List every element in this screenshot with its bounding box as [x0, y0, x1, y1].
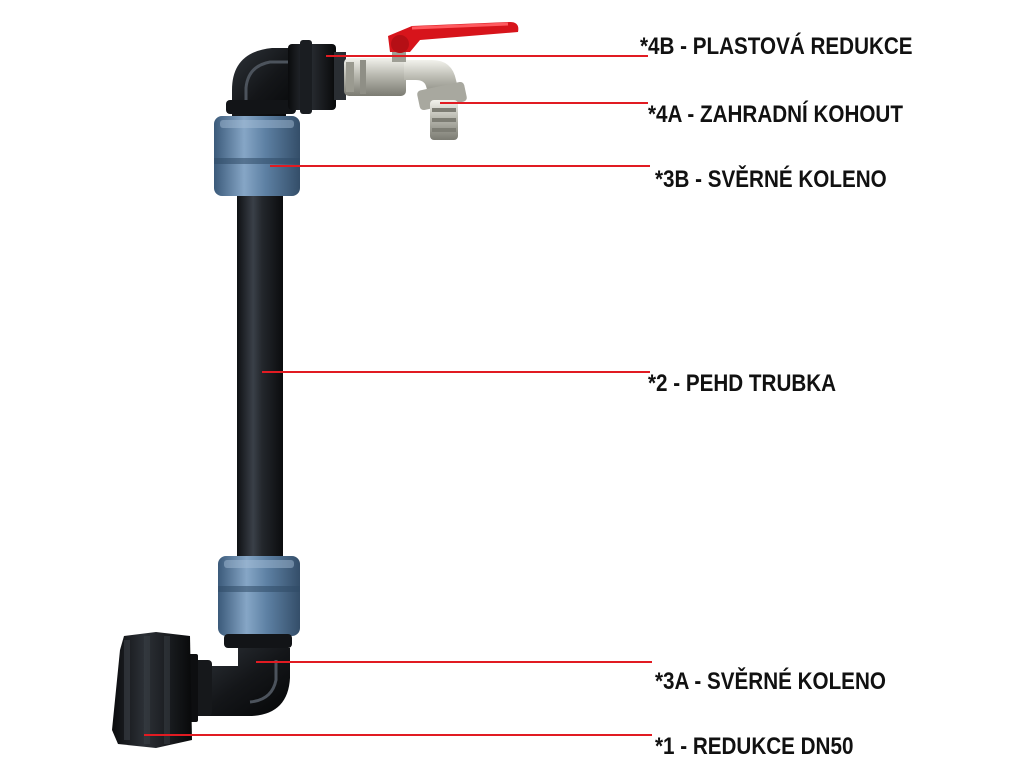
label-redukce-dn50: *1 - REDUKCE DN50	[655, 733, 854, 760]
label-pehd-trubka: *2 - PEHD TRUBKA	[648, 370, 837, 397]
garden-tap	[344, 44, 467, 140]
label-zahradni-kohout: *4A - ZAHRADNÍ KOHOUT	[648, 101, 903, 128]
bottom-coupling	[218, 556, 300, 636]
leader-lines	[144, 55, 652, 736]
tap-handle	[388, 22, 519, 53]
top-elbow	[226, 40, 346, 120]
pehd-pipe	[237, 190, 283, 570]
top-coupling	[214, 116, 300, 196]
label-sverne-koleno-3b: *3B - SVĚRNÉ KOLENO	[655, 166, 887, 193]
label-plastova-redukce: *4B - PLASTOVÁ REDUKCE	[640, 33, 913, 60]
bottom-elbow	[176, 634, 292, 722]
label-sverne-koleno-3a: *3A - SVĚRNÉ KOLENO	[655, 668, 886, 695]
reduction-nut-dn50	[112, 632, 192, 748]
